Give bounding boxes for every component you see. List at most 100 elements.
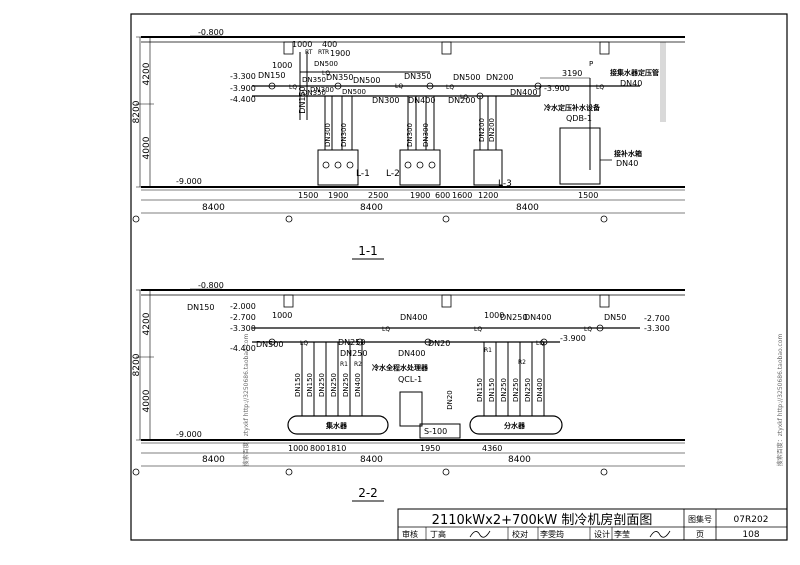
- svg-text:-3.900: -3.900: [560, 334, 586, 343]
- svg-text:1000: 1000: [484, 311, 504, 320]
- chiller-L-3: L-3 DN200 DN200: [473, 96, 512, 189]
- svg-text:1810: 1810: [326, 444, 346, 453]
- svg-text:R1: R1: [340, 361, 348, 368]
- svg-text:-9.000: -9.000: [176, 430, 202, 439]
- svg-text:RT: RT: [305, 49, 313, 56]
- svg-text:LQ: LQ: [474, 326, 482, 333]
- svg-text:冷水全程水处理器: 冷水全程水处理器: [372, 363, 429, 372]
- svg-text:DN400: DN400: [400, 313, 427, 322]
- svg-text:DN500: DN500: [314, 60, 338, 68]
- elev-1-3900: -3.900: [230, 84, 256, 93]
- svg-text:108: 108: [742, 530, 759, 540]
- svg-text:DN150: DN150: [306, 373, 314, 397]
- chiller-L-2: L-2 DN300 DN300: [386, 96, 441, 186]
- watermark-right: 搜索百度：ztyxkf http://3250686.taobao.com: [776, 334, 784, 467]
- svg-text:-4.400: -4.400: [230, 344, 256, 353]
- svg-text:LQ: LQ: [584, 326, 592, 333]
- svg-text:DN150: DN150: [187, 303, 214, 312]
- svg-text:DN200: DN200: [448, 96, 475, 105]
- svg-text:DN500: DN500: [342, 88, 366, 96]
- svg-text:DN500: DN500: [353, 76, 380, 85]
- svg-text:LQ: LQ: [395, 83, 403, 90]
- svg-text:QCL-1: QCL-1: [398, 375, 422, 384]
- svg-text:-0.800: -0.800: [198, 281, 224, 290]
- svg-text:DN20: DN20: [446, 390, 454, 410]
- svg-text:DN200: DN200: [488, 118, 496, 142]
- section-2-2: 4200 8200 4000 -0.800 -2.000 -2.700 -3.3…: [132, 281, 685, 502]
- svg-text:接集水器定压管: 接集水器定压管: [610, 68, 659, 77]
- dim-left-3: 4000: [142, 136, 152, 159]
- section-title-2-2: 2-2: [358, 486, 378, 500]
- svg-text:丁高: 丁高: [430, 529, 446, 539]
- top-dim-1900: 1900: [330, 49, 350, 58]
- svg-text:DN250: DN250: [500, 313, 527, 322]
- svg-text:-2.700: -2.700: [230, 313, 256, 322]
- svg-text:8400: 8400: [202, 203, 225, 213]
- svg-text:07R202: 07R202: [734, 515, 769, 525]
- svg-text:RT: RT: [318, 49, 326, 56]
- svg-text:DN300: DN300: [324, 123, 332, 147]
- svg-text:-3.300: -3.300: [230, 324, 256, 333]
- svg-text:3190: 3190: [562, 69, 582, 78]
- svg-text:DN350: DN350: [302, 89, 326, 97]
- svg-text:DN250: DN250: [342, 373, 350, 397]
- svg-text:LQ: LQ: [289, 84, 297, 91]
- svg-text:接补水箱: 接补水箱: [614, 149, 642, 158]
- svg-text:1200: 1200: [478, 191, 498, 200]
- svg-text:DN300: DN300: [340, 123, 348, 147]
- svg-text:图集号: 图集号: [688, 514, 712, 524]
- svg-text:DN250: DN250: [512, 378, 520, 402]
- elev-1-3300: -3.300: [230, 72, 256, 81]
- svg-text:4000: 4000: [142, 389, 152, 412]
- top-dim-400: 400: [322, 40, 337, 49]
- svg-text:DN150: DN150: [298, 86, 307, 113]
- drawing-title: 2110kWx2+700kW 制冷机房剖面图: [432, 512, 653, 528]
- svg-text:1950: 1950: [420, 444, 440, 453]
- svg-text:DN20: DN20: [428, 339, 450, 348]
- svg-text:页: 页: [696, 530, 704, 539]
- svg-text:600: 600: [435, 191, 450, 200]
- svg-text:DN150: DN150: [294, 373, 302, 397]
- section-title-1-1: 1-1: [358, 244, 378, 258]
- svg-text:DN200: DN200: [478, 118, 486, 142]
- svg-text:1600: 1600: [452, 191, 472, 200]
- svg-text:4360: 4360: [482, 444, 502, 453]
- svg-text:李雯筠: 李雯筠: [540, 529, 564, 539]
- svg-text:800: 800: [310, 444, 325, 453]
- svg-text:DN40: DN40: [616, 159, 638, 168]
- pressure-device: [559, 127, 601, 185]
- distributor-header: 分水器 DN150 DN150 DN250 DN250 DN250 DN400: [469, 342, 563, 435]
- svg-text:DN400: DN400: [354, 373, 362, 397]
- svg-text:DN350: DN350: [404, 72, 431, 81]
- svg-text:DN300: DN300: [372, 96, 399, 105]
- svg-text:8400: 8400: [202, 455, 225, 465]
- svg-text:8200: 8200: [132, 353, 142, 376]
- svg-text:8400: 8400: [360, 203, 383, 213]
- svg-text:LQ: LQ: [536, 340, 544, 347]
- svg-text:DN150: DN150: [476, 378, 484, 402]
- svg-text:1000: 1000: [272, 311, 292, 320]
- svg-text:DN150: DN150: [488, 378, 496, 402]
- water-treatment-unit: 冷水全程水处理器 QCL-1 S-100: [372, 363, 461, 439]
- svg-text:DN300: DN300: [310, 86, 334, 94]
- svg-text:DN250: DN250: [524, 378, 532, 402]
- svg-text:DN250: DN250: [340, 349, 367, 358]
- dim-left-1: 4200: [142, 62, 152, 85]
- svg-text:LQ: LQ: [446, 84, 454, 91]
- svg-text:1500: 1500: [298, 191, 318, 200]
- svg-text:LQ: LQ: [322, 70, 330, 77]
- svg-text:1000: 1000: [288, 444, 308, 453]
- svg-text:8400: 8400: [508, 455, 531, 465]
- svg-text:LQ: LQ: [596, 84, 604, 91]
- svg-text:DN400: DN400: [536, 378, 544, 402]
- top-dim-1000: 1000: [292, 40, 312, 49]
- svg-text:L-1: L-1: [356, 169, 370, 179]
- svg-text:LQ: LQ: [460, 94, 468, 101]
- svg-text:DN300: DN300: [422, 123, 430, 147]
- svg-text:8400: 8400: [516, 203, 539, 213]
- svg-text:DN500: DN500: [453, 73, 480, 82]
- svg-text:DN250: DN250: [330, 373, 338, 397]
- svg-text:4200: 4200: [142, 312, 152, 335]
- svg-text:DN250: DN250: [500, 378, 508, 402]
